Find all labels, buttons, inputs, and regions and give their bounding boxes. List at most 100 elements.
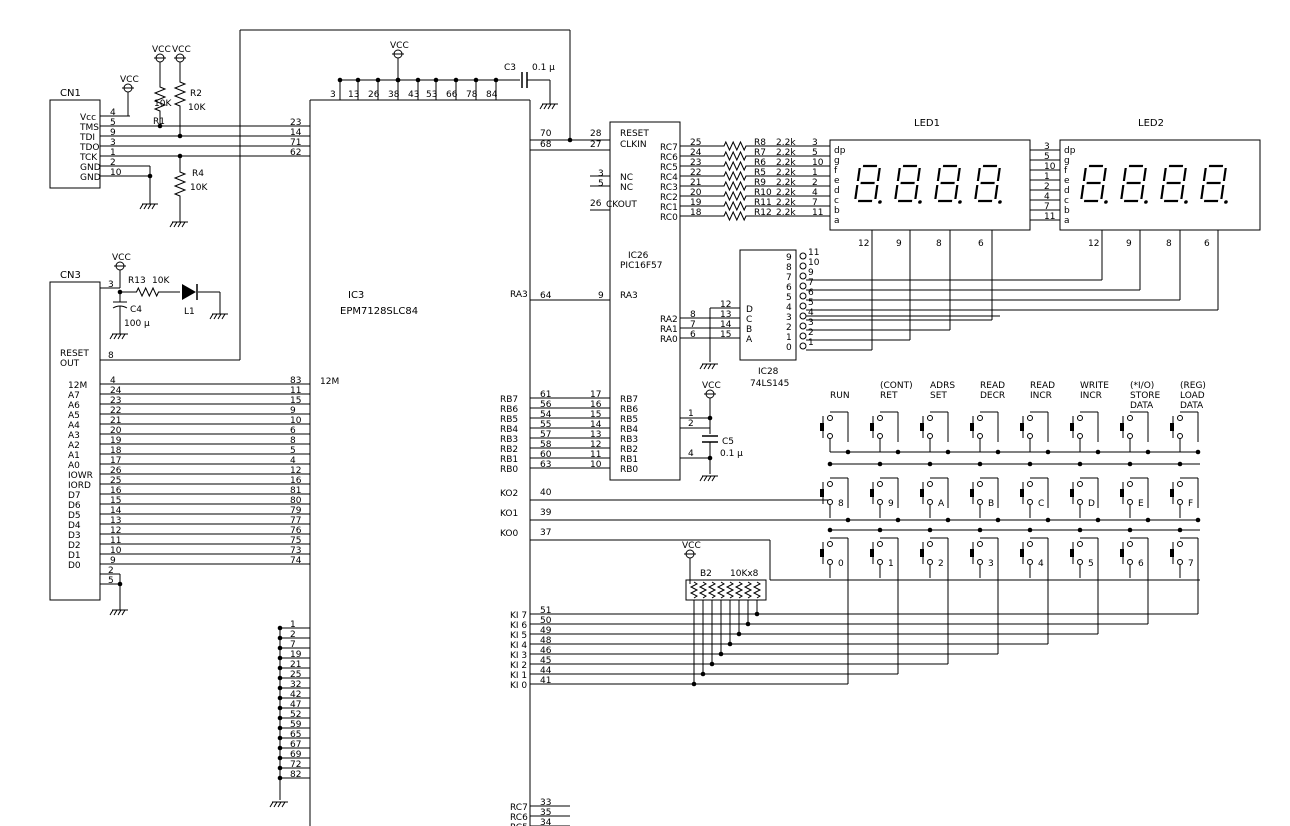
ic3-bus-pin: 74 <box>290 556 302 566</box>
key-label: 6 <box>1138 559 1144 569</box>
led-seg-label: d <box>834 186 840 196</box>
junction-dot <box>895 449 901 455</box>
r13-value: 10K <box>152 276 170 286</box>
key-label: 0 <box>838 559 844 569</box>
key-switch <box>1070 541 1083 565</box>
cn3-pin-num: 19 <box>110 436 122 446</box>
ic3-pin: 60 <box>540 450 552 460</box>
cn1-ref: CN1 <box>60 88 81 99</box>
ic3-pin: 45 <box>540 656 551 666</box>
led-pin: 10 <box>1044 162 1056 172</box>
ic3-power-pin: 84 <box>486 90 498 100</box>
b2-element <box>707 581 717 599</box>
led-seg-label: d <box>1064 186 1070 196</box>
ic3-net-label: RB2 <box>500 445 518 455</box>
key-label: READ <box>980 381 1005 391</box>
vcc-symbol <box>122 83 134 93</box>
junction-dot <box>277 745 283 751</box>
ic3-bus-pin: 83 <box>290 376 301 386</box>
key-switch <box>1170 541 1183 565</box>
ic3-pin: 50 <box>540 616 552 626</box>
cn3-pin-num: 15 <box>110 496 121 506</box>
ic28-pin-name: 2 <box>786 323 792 333</box>
key-label: 7 <box>1188 559 1194 569</box>
ic3-power-pin: 53 <box>426 90 437 100</box>
led-seg-label: e <box>1064 176 1070 186</box>
ic3-power-pin: 3 <box>330 90 336 100</box>
ic26-pin-num: 24 <box>690 148 702 158</box>
ic3-power-pin: 66 <box>446 90 458 100</box>
ic3-net-label: RB4 <box>500 425 518 435</box>
key-label: LOAD <box>1180 391 1205 401</box>
r13-resistor <box>135 286 160 298</box>
ic3-pin: 63 <box>540 460 551 470</box>
r1-label: R1 <box>153 117 165 127</box>
junction-dot <box>691 681 697 687</box>
cn3-pin-name: D3 <box>68 531 81 541</box>
resistor-label: R12 <box>754 208 772 218</box>
key-label: 2 <box>938 559 944 569</box>
key-label: DATA <box>1180 401 1204 411</box>
led-seg-label: g <box>1064 156 1070 166</box>
junction-dot <box>1045 517 1051 523</box>
ic3-power-pin: 78 <box>466 90 478 100</box>
key-label: WRITE <box>1080 381 1109 391</box>
c5-value: 0.1 μ <box>720 449 743 459</box>
ic3-gnd-pin: 72 <box>290 760 301 770</box>
led-digit-pin: 8 <box>1166 239 1172 249</box>
junction-dot <box>995 517 1001 523</box>
ic28-pin-num: 6 <box>808 288 814 298</box>
vcc-symbol <box>114 261 126 271</box>
led-pin: 11 <box>812 208 823 218</box>
key-label: STORE <box>1130 391 1161 401</box>
ic26-pin-name: RC0 <box>660 213 678 223</box>
cn3-pin-num: 25 <box>110 476 121 486</box>
junction-dot <box>355 77 361 83</box>
ic28-pin-name: C <box>746 315 752 325</box>
key-label: 5 <box>1088 559 1094 569</box>
junction-dot <box>754 611 760 617</box>
ic28-pin-name: 7 <box>786 273 792 283</box>
key-label: 1 <box>888 559 894 569</box>
junction-dot <box>415 77 421 83</box>
ic3-ref: IC3 <box>348 290 364 301</box>
cn3-pin-num: 23 <box>110 396 121 406</box>
cn1-pin-name: GND <box>80 173 101 183</box>
ic3-power-pin: 43 <box>408 90 419 100</box>
key-switch <box>1020 541 1033 565</box>
cn3-pin-name: D7 <box>68 491 81 501</box>
ic26-pin-num: 23 <box>690 158 701 168</box>
ic3-pin: 64 <box>540 291 552 301</box>
key-switch <box>1020 415 1033 439</box>
led-digit-pin: 12 <box>1088 239 1099 249</box>
seven-seg-digit <box>1120 164 1148 204</box>
ic26-pin-name: NC <box>620 173 633 183</box>
key-label: 3 <box>988 559 994 569</box>
junction-dot <box>877 527 883 533</box>
led-pin: 3 <box>812 138 818 148</box>
junction-dot <box>1045 449 1051 455</box>
key-switch <box>920 415 933 439</box>
key-switch <box>1170 415 1183 439</box>
pin-circle <box>799 272 807 280</box>
cn3-pin-name: A6 <box>68 401 80 411</box>
cn3-pin-num: 21 <box>110 416 121 426</box>
junction-dot <box>1145 449 1151 455</box>
ic26-pin-name: RB5 <box>620 415 638 425</box>
r1-resistor <box>153 82 167 116</box>
key-label: INCR <box>1080 391 1102 401</box>
led-seg-label: g <box>834 156 840 166</box>
junction-dot <box>727 641 733 647</box>
ic26-pin-name: RB1 <box>620 455 638 465</box>
key-switch <box>1070 415 1083 439</box>
ic3-net-label: KI 1 <box>510 671 527 681</box>
resistor-label: R5 <box>754 168 766 178</box>
ic26-pin-name: RC3 <box>660 183 678 193</box>
ic3-pin: 39 <box>540 508 552 518</box>
led-seg-label: f <box>834 166 838 176</box>
ic3-pin: 70 <box>540 129 552 139</box>
led-pin: 7 <box>1044 202 1050 212</box>
junction-dot <box>277 635 283 641</box>
junction-dot <box>177 153 183 159</box>
b2-label: B2 <box>700 569 712 579</box>
